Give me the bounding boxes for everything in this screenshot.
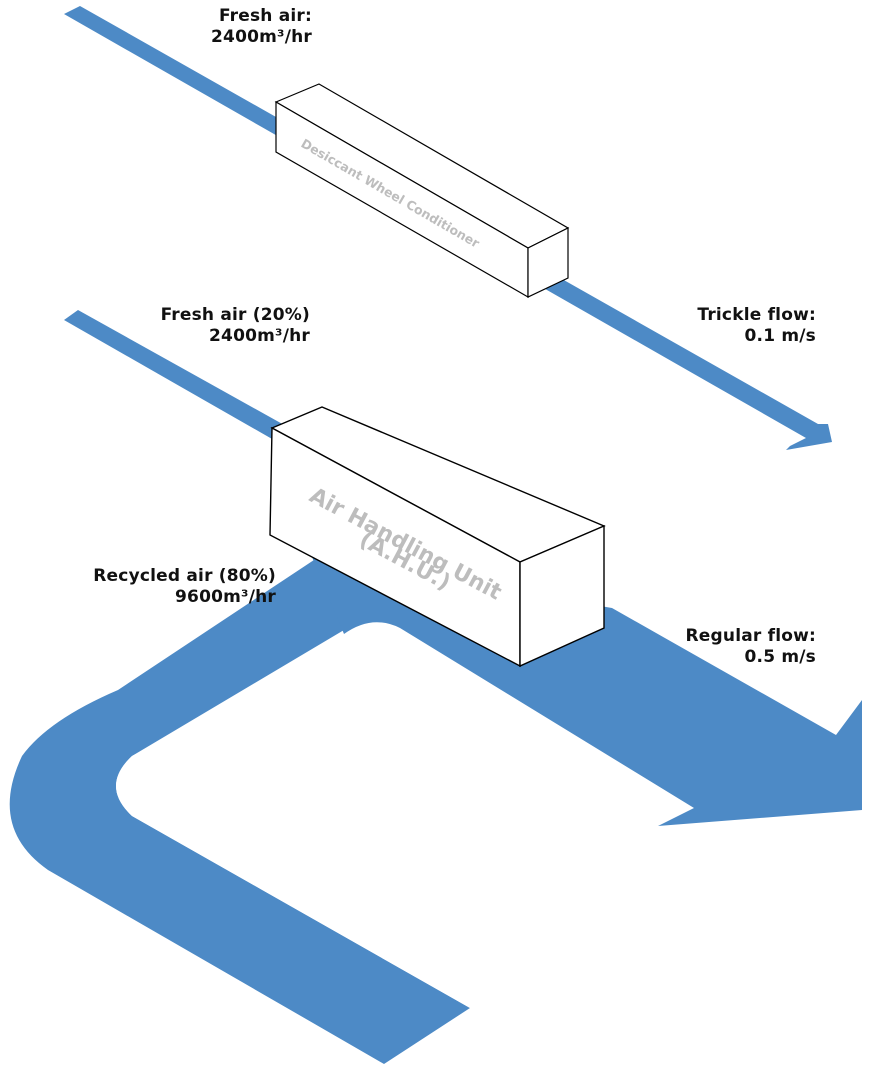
desiccant-wheel-box: Desiccant Wheel Conditioner	[274, 83, 570, 299]
trickle-flow-line1: Trickle flow:	[697, 305, 816, 325]
regular-flow-label: Regular flow: 0.5 m/s	[650, 626, 816, 668]
recycled-air-label: Recycled air (80%) 9600m³/hr	[20, 566, 276, 608]
fresh-air-mid-label: Fresh air (20%) 2400m³/hr	[120, 305, 310, 347]
recycled-air-loop	[9, 556, 471, 1064]
fresh-air-duct-mid	[64, 310, 320, 455]
fresh-air-mid-line1: Fresh air (20%)	[160, 305, 310, 325]
regular-flow-line1: Regular flow:	[685, 626, 816, 646]
fresh-air-mid-line2: 2400m³/hr	[209, 326, 310, 346]
regular-flow-line2: 0.5 m/s	[744, 647, 816, 667]
trickle-flow-line2: 0.1 m/s	[744, 326, 816, 346]
desiccant-box-side	[527, 227, 569, 298]
trickle-flow-label: Trickle flow: 0.1 m/s	[660, 305, 816, 347]
fresh-air-top-label: Fresh air: 2400m³/hr	[170, 6, 312, 48]
recycled-air-line1: Recycled air (80%)	[93, 566, 276, 586]
fresh-air-top-line1: Fresh air:	[218, 6, 312, 26]
ahu-box-side	[519, 524, 605, 668]
recycled-air-line2: 9600m³/hr	[175, 587, 276, 607]
fresh-air-top-line2: 2400m³/hr	[211, 27, 312, 47]
